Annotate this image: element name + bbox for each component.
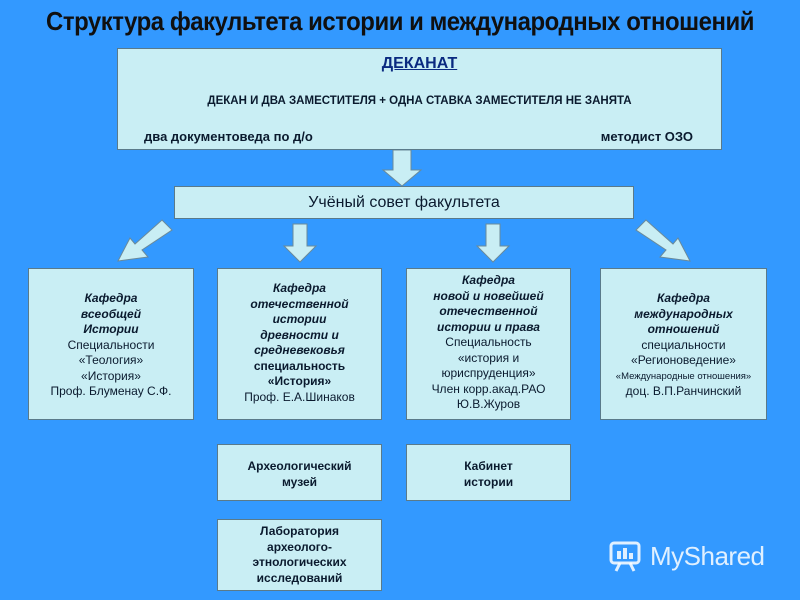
dept1-line: Истории — [83, 322, 139, 336]
archaeology-museum-box: Археологический музей — [217, 444, 382, 501]
dept1-line: «Теология» — [78, 353, 144, 367]
council-label: Учёный совет факультета — [308, 194, 500, 211]
lab-line: этнологических — [252, 555, 347, 569]
dept4-line: отношений — [647, 322, 720, 336]
dept2-line: средневековья — [254, 343, 345, 357]
dekanat-heading: ДЕКАНАТ — [381, 55, 458, 72]
arrow-down-icon — [475, 223, 511, 263]
dept3-line: «история и — [457, 350, 520, 365]
dekanat-staff: ДЕКАН И ДВА ЗАМЕСТИТЕЛЯ + ОДНА СТАВКА ЗА… — [207, 95, 632, 107]
dekanat-right: методист ОЗО — [600, 129, 693, 144]
dept1-line: Специальности — [67, 337, 155, 352]
dekanat-box: ДЕКАНАТ ДЕКАН И ДВА ЗАМЕСТИТЕЛЯ + ОДНА С… — [117, 48, 722, 150]
archaeology-lab-box: Лаборатория археолого- этнологических ис… — [217, 519, 382, 591]
lab-line: Лаборатория — [260, 524, 339, 538]
dept2-line: истории — [272, 312, 327, 326]
dept2-line: древности и — [260, 327, 339, 342]
dept-modern-history: Кафедра новой и новейшей отечественной и… — [406, 268, 571, 420]
dekanat-left: два документоведа по д/о — [144, 129, 313, 144]
lab-line: исследований — [256, 570, 343, 585]
dept3-line: новой и новейшей — [433, 288, 544, 303]
dept-world-history: Кафедра всеобщей Истории Специальности «… — [28, 268, 194, 420]
watermark-text: MyShared — [650, 541, 765, 571]
dept1-line: всеобщей — [80, 306, 142, 321]
dept-international-relations: Кафедра международных отношений специаль… — [600, 268, 767, 420]
dept2-line: «История» — [267, 374, 332, 388]
dept1-line: Кафедра — [84, 291, 138, 305]
cabinet-line: истории — [463, 475, 514, 489]
dept4-line: международных — [634, 306, 733, 321]
arrow-diagonal-icon — [635, 219, 691, 262]
watermark: MyShared — [608, 537, 788, 577]
dept4-line: «Международные отношения» — [615, 370, 752, 382]
dept4-head: доц. В.П.Ранчинский — [625, 384, 742, 398]
dept-ancient-history: Кафедра отечественной истории древности … — [217, 268, 382, 420]
dept2-head: Проф. Е.А.Шинаков — [244, 389, 355, 404]
lab-line: археолого- — [267, 539, 332, 554]
dept1-head: Проф. Блуменау С.Ф. — [50, 384, 172, 398]
dept3-line: Кафедра — [462, 273, 515, 287]
council-box: Учёный совет факультета — [174, 186, 634, 219]
dept3-line: отечественной — [439, 304, 538, 318]
museum-line: музей — [281, 475, 318, 489]
dept4-line: «Регионоведение» — [631, 353, 736, 367]
dept2-line: специальность — [253, 358, 346, 373]
history-cabinet-box: Кабинет истории — [406, 444, 571, 501]
dept3-line: Специальность — [445, 335, 532, 349]
dept1-line: «История» — [81, 368, 141, 383]
dept2-line: Кафедра — [273, 281, 326, 295]
cabinet-line: Кабинет — [464, 459, 513, 473]
myshared-logo-icon — [609, 541, 641, 572]
dept3-line: юриспруденция» — [441, 366, 536, 380]
dept3-line: истории и права — [437, 319, 540, 334]
arrow-down-icon — [381, 149, 423, 187]
arrow-diagonal-icon — [117, 219, 173, 262]
dept3-head-name: Ю.В.Журов — [456, 397, 521, 411]
dept3-head: Член корр.акад.РАО — [431, 381, 546, 396]
dept2-line: отечественной — [250, 296, 349, 311]
museum-line: Археологический — [247, 459, 352, 473]
dept4-line: специальности — [641, 337, 726, 352]
page-title: Структура факультета истории и междунаро… — [46, 6, 754, 36]
dept4-line: Кафедра — [657, 291, 710, 305]
arrow-down-icon — [282, 223, 318, 263]
